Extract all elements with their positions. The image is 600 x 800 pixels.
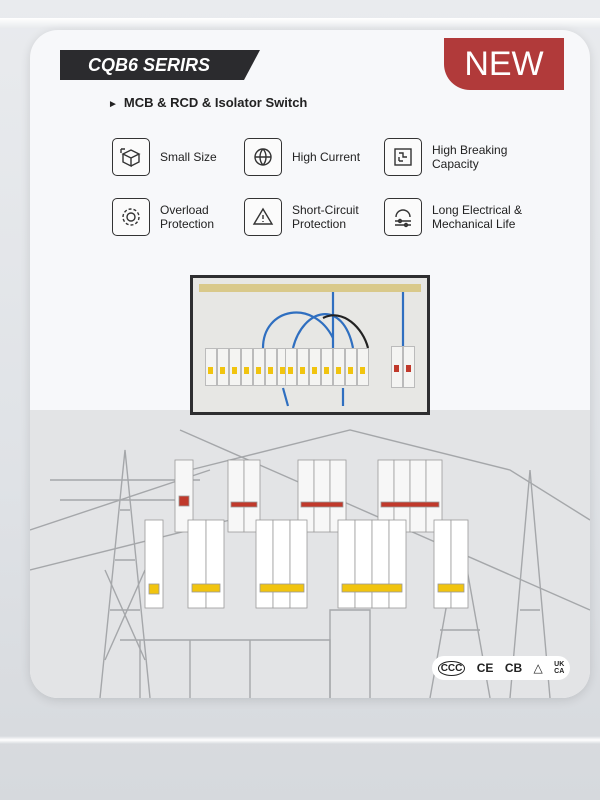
- feature-high-current: High Current: [244, 138, 392, 176]
- feature-long-life: Long Electrical &Mechanical Life: [384, 198, 542, 236]
- isolator-switch: [391, 346, 415, 388]
- gear-overload-icon: [112, 198, 150, 236]
- wiring: [261, 292, 405, 407]
- busbar: [199, 284, 421, 292]
- feature-label: Small Size: [160, 150, 217, 164]
- distribution-box-interior: [193, 278, 427, 412]
- gear-sliders-icon: [384, 198, 422, 236]
- distribution-box-photo: [190, 275, 430, 415]
- ccc-mark-icon: CCC: [437, 660, 466, 676]
- cb-mark: CB: [504, 661, 523, 675]
- circuit-breaking-icon: [384, 138, 422, 176]
- feature-label: High Current: [292, 150, 361, 164]
- cube-size-icon: [112, 138, 150, 176]
- triangle-mark-icon: △: [533, 661, 543, 675]
- ce-mark: CE: [476, 661, 494, 675]
- warning-triangle-icon: [244, 198, 282, 236]
- feature-small-size: Small Size: [112, 138, 260, 176]
- floor-light: [0, 736, 600, 744]
- subtitle-text: MCB & RCD & Isolator Switch: [123, 95, 308, 110]
- series-banner: CQB6 SERIRS: [60, 50, 260, 80]
- product-mcb-group: [144, 459, 469, 609]
- breaker-row-middle: [285, 348, 369, 386]
- breaker-row-left: [205, 348, 289, 386]
- triangle-bullet-icon: ►: [108, 99, 118, 110]
- product-board: CQB6 SERIRS NEW ► MCB & RCD & Isolator Sw…: [30, 30, 590, 698]
- ceiling-light: [0, 18, 600, 28]
- new-badge: NEW: [444, 38, 564, 90]
- globe-current-icon: [244, 138, 282, 176]
- breaker-products: [144, 459, 469, 609]
- subtitle: ► MCB & RCD & Isolator Switch: [108, 95, 307, 110]
- feature-label: Long Electrical &Mechanical Life: [432, 203, 523, 231]
